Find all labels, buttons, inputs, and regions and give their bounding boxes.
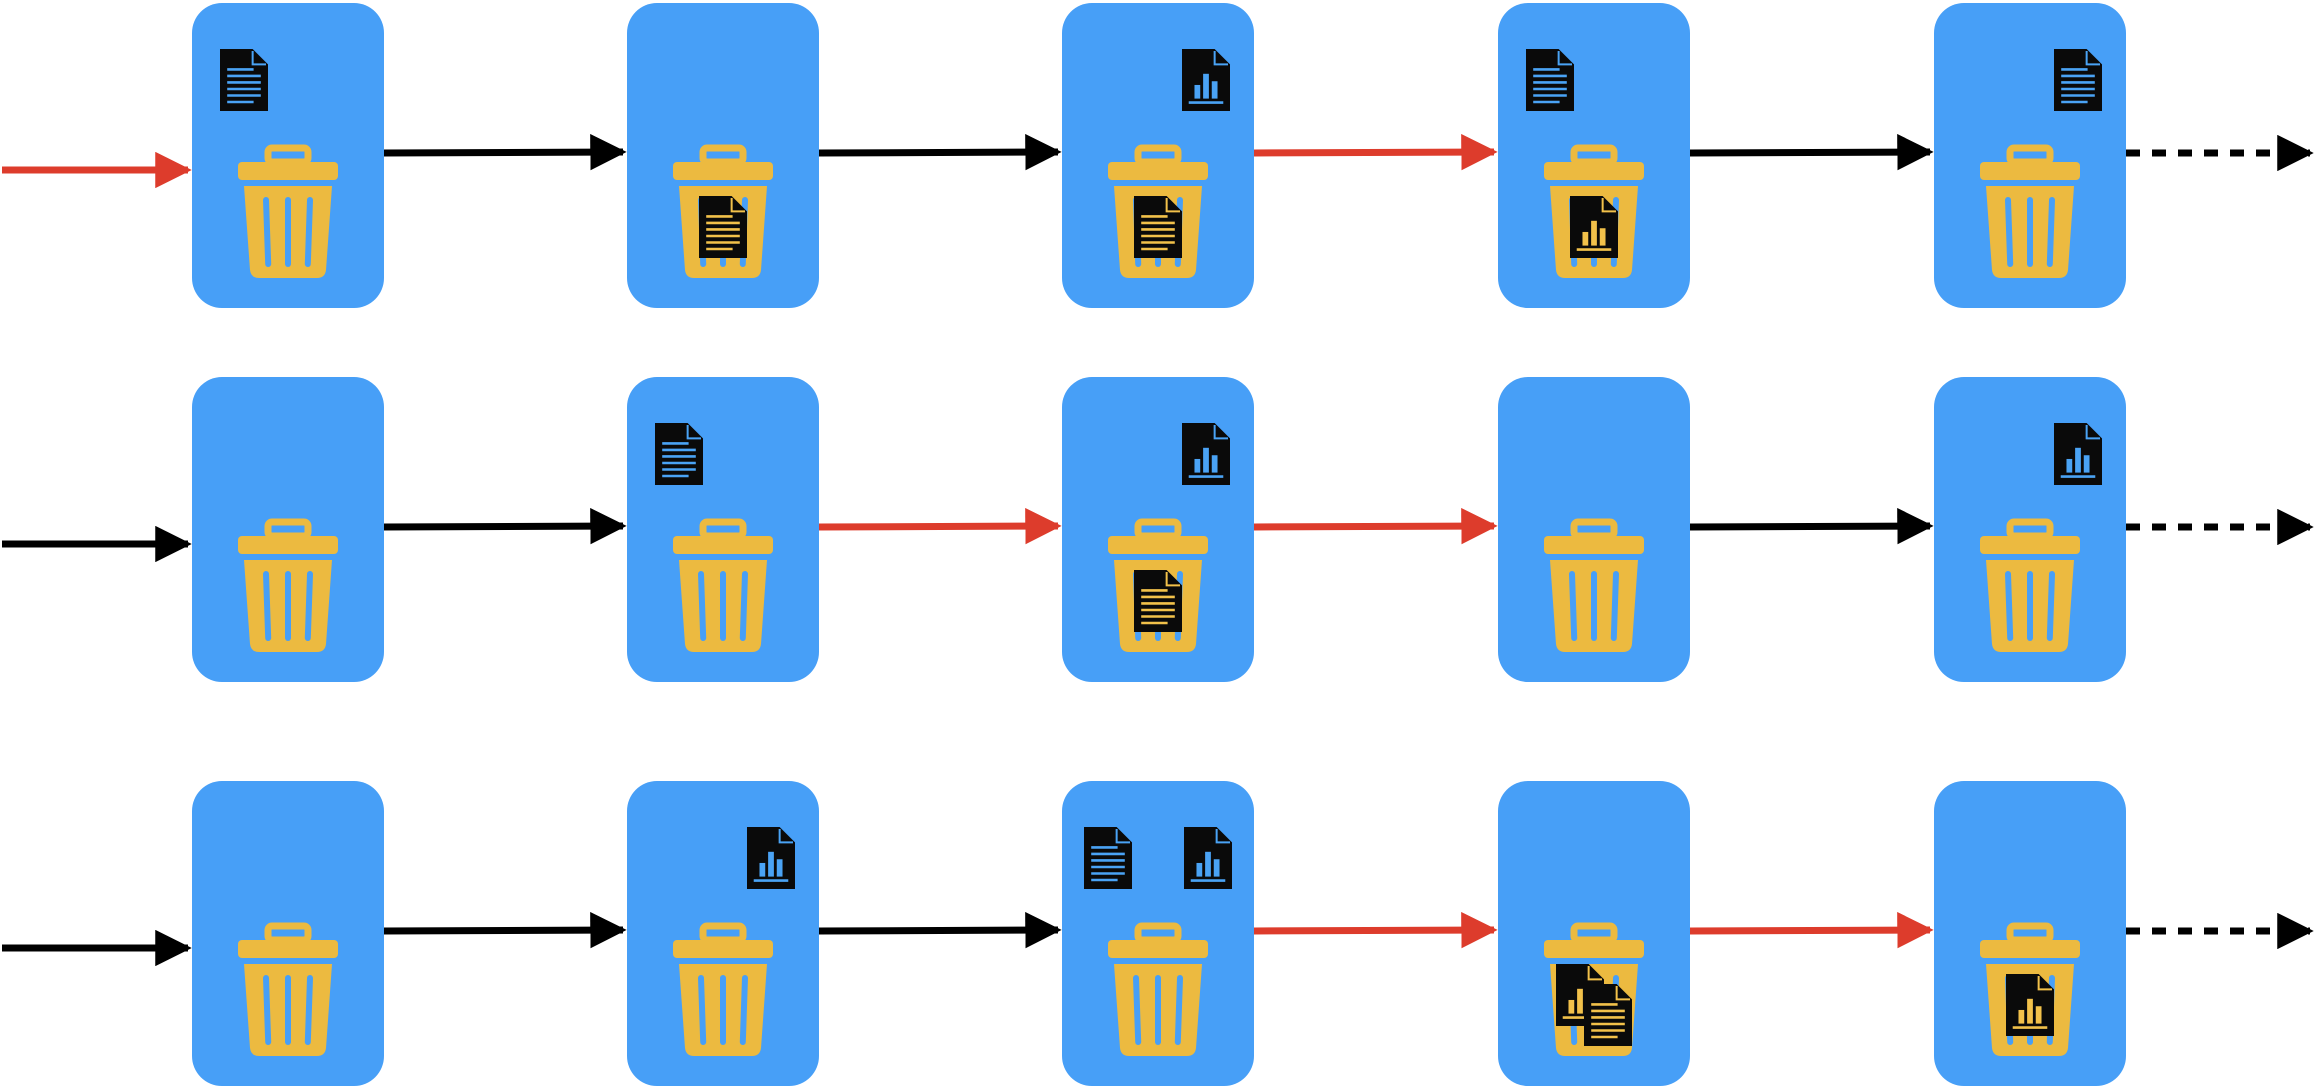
step-card bbox=[1934, 781, 2126, 1086]
text-document-icon bbox=[220, 49, 268, 111]
pipeline-row-1 bbox=[192, 3, 2126, 308]
step-card bbox=[1934, 377, 2126, 682]
cards-layer bbox=[192, 3, 2126, 1086]
text-document-icon bbox=[1134, 570, 1182, 632]
link-arrow bbox=[818, 911, 1062, 949]
step-card bbox=[192, 781, 384, 1086]
link-arrow bbox=[1253, 133, 1498, 171]
trash-bin-icon bbox=[1544, 518, 1644, 652]
link-arrow bbox=[818, 507, 1062, 545]
step-card bbox=[627, 3, 819, 308]
trash-bin-icon bbox=[673, 518, 773, 652]
pipeline-row-3 bbox=[192, 781, 2126, 1086]
link-arrow bbox=[383, 911, 627, 949]
text-document-icon bbox=[1526, 49, 1574, 111]
link-arrow bbox=[1253, 911, 1498, 949]
chart-document-icon bbox=[1570, 196, 1618, 258]
link-arrow bbox=[1689, 911, 1934, 949]
step-card bbox=[1498, 3, 1690, 308]
link-arrow bbox=[383, 507, 627, 545]
trash-bin-icon bbox=[238, 518, 338, 652]
trash-bin-icon bbox=[1980, 144, 2080, 278]
text-document-icon bbox=[1134, 196, 1182, 258]
step-card bbox=[1062, 3, 1254, 308]
arrows-layer bbox=[2, 133, 2314, 967]
text-document-icon bbox=[2054, 49, 2102, 111]
pipeline-row-2 bbox=[192, 377, 2126, 682]
text-document-icon bbox=[655, 423, 703, 485]
chart-document-icon bbox=[747, 827, 795, 889]
chart-document-icon bbox=[1182, 49, 1230, 111]
step-card bbox=[192, 3, 384, 308]
chart-document-icon bbox=[1182, 423, 1230, 485]
step-card bbox=[1498, 781, 1690, 1086]
step-card bbox=[627, 377, 819, 682]
step-card bbox=[1498, 377, 1690, 682]
step-card bbox=[1062, 377, 1254, 682]
link-arrow bbox=[1253, 507, 1498, 545]
trash-bin-icon bbox=[1980, 518, 2080, 652]
link-arrow bbox=[1689, 507, 1934, 545]
trash-bin-icon bbox=[673, 922, 773, 1056]
trash-bin-icon bbox=[1108, 922, 1208, 1056]
link-arrow bbox=[1689, 133, 1934, 171]
step-card bbox=[1062, 781, 1254, 1086]
chart-document-icon bbox=[2054, 423, 2102, 485]
link-arrow bbox=[383, 133, 627, 171]
chart-document-icon bbox=[1184, 827, 1232, 889]
text-document-icon bbox=[1584, 984, 1632, 1046]
text-document-icon bbox=[1084, 827, 1132, 889]
text-document-icon bbox=[699, 196, 747, 258]
trash-bin-icon bbox=[238, 922, 338, 1056]
step-card bbox=[192, 377, 384, 682]
trash-bin-icon bbox=[238, 144, 338, 278]
step-card bbox=[1934, 3, 2126, 308]
step-card bbox=[627, 781, 819, 1086]
link-arrow bbox=[818, 133, 1062, 171]
chart-document-icon bbox=[2006, 974, 2054, 1036]
